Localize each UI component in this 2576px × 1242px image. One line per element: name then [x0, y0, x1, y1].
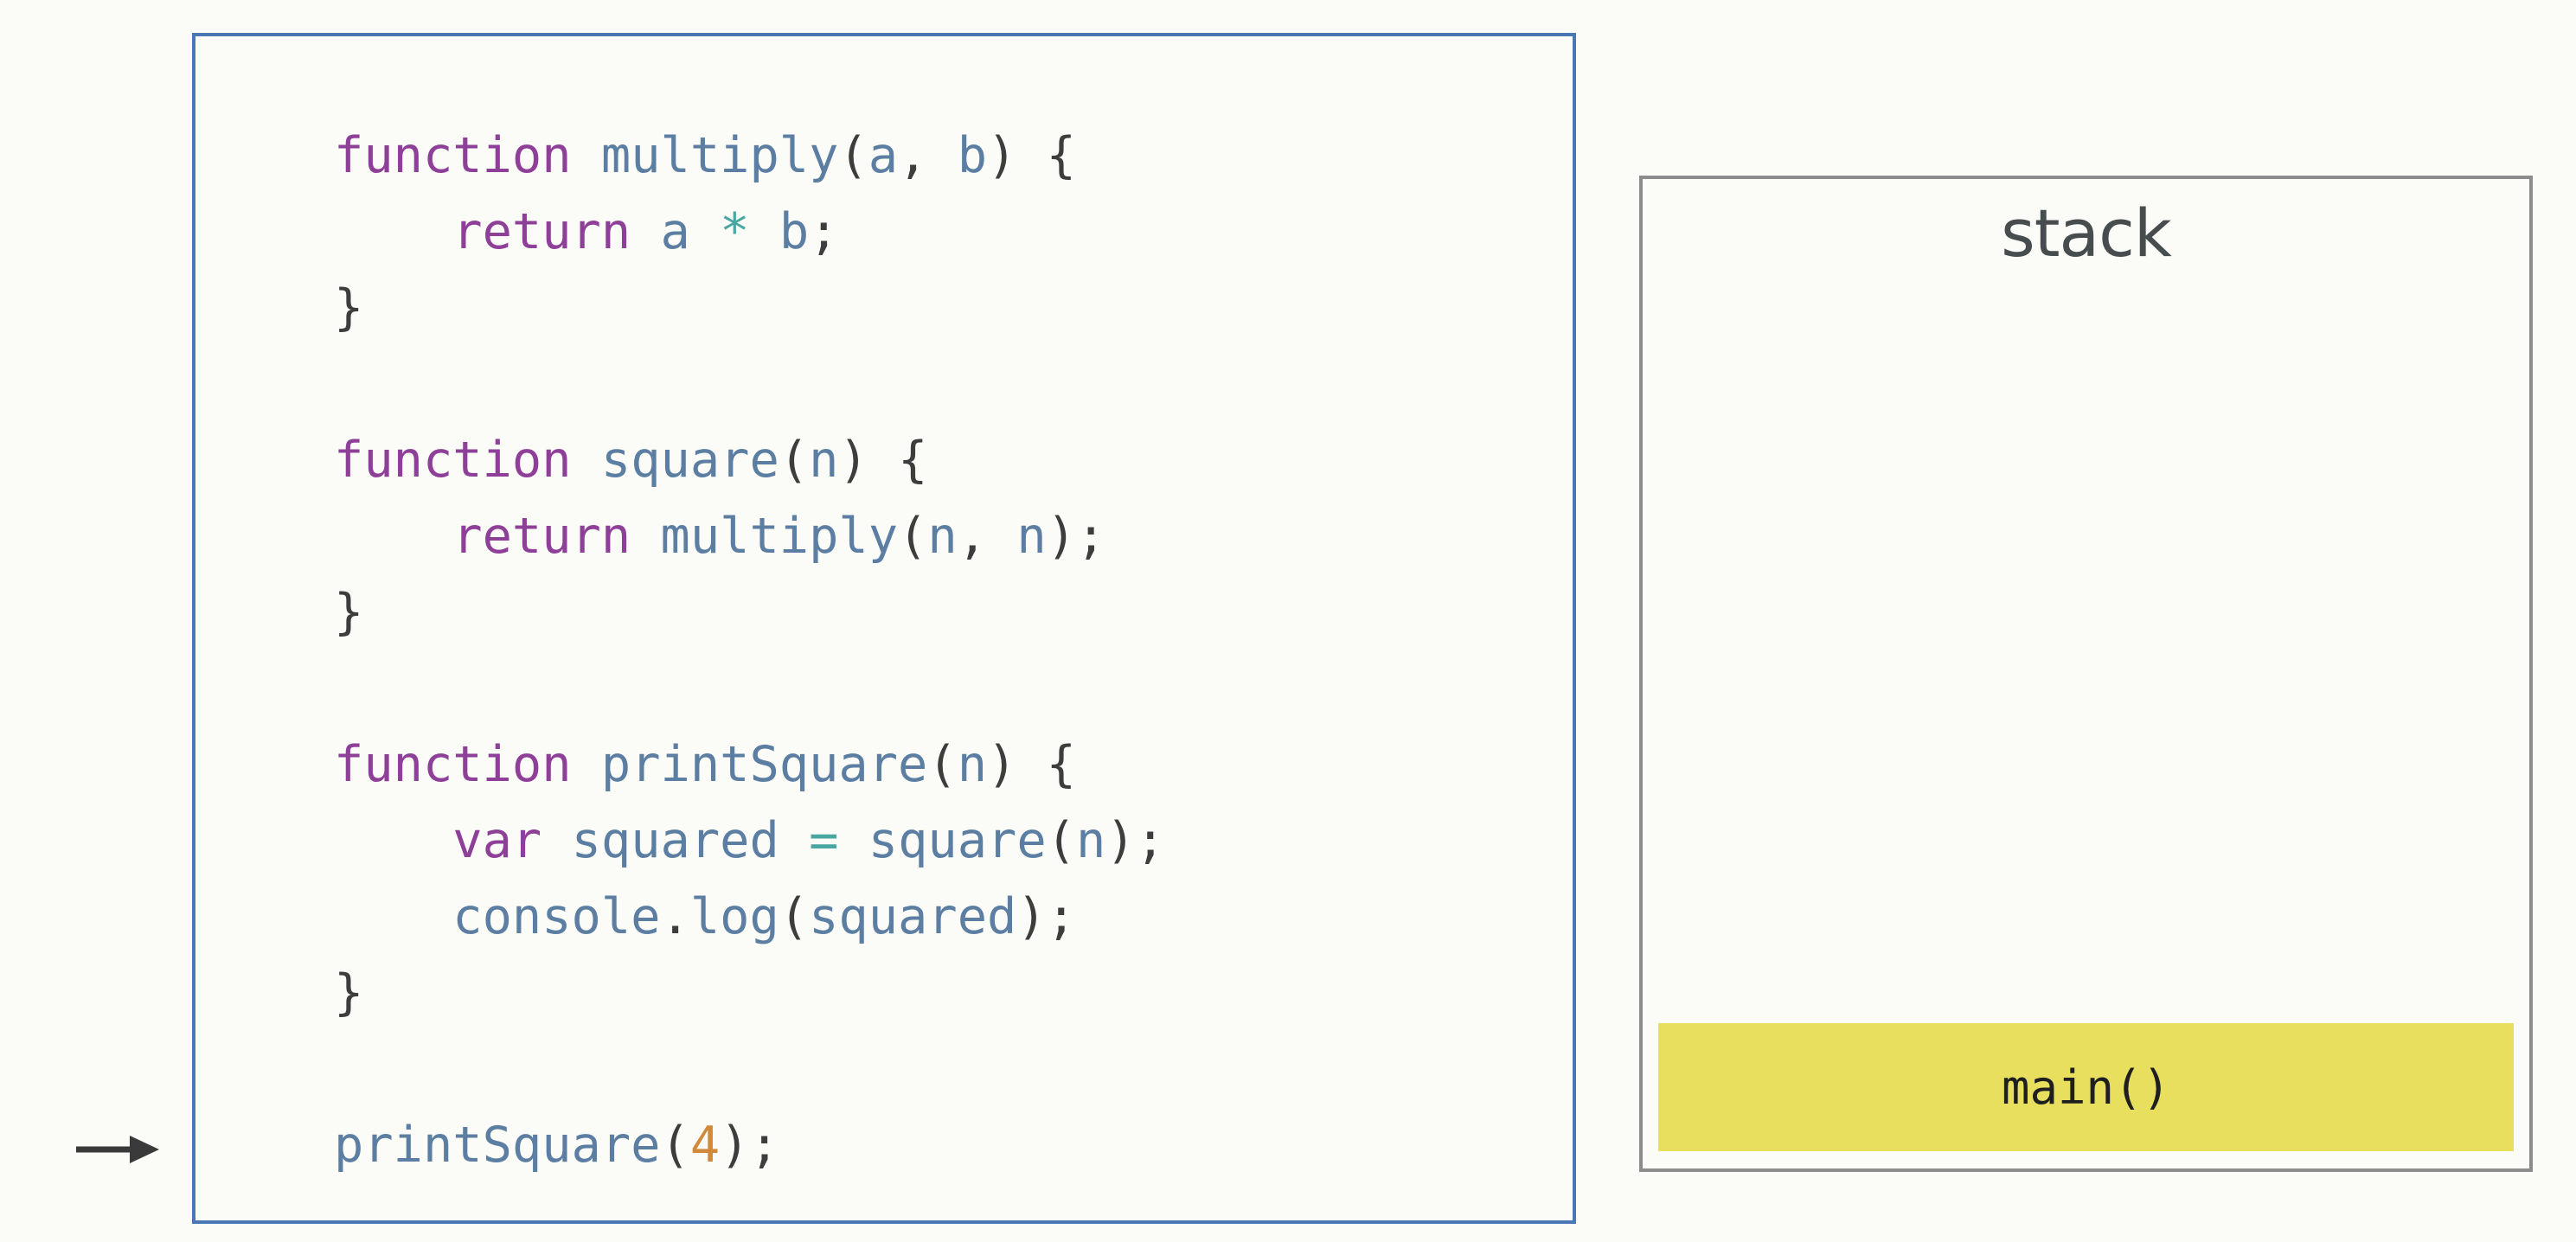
code-token: [631, 508, 660, 565]
code-token: [572, 127, 601, 184]
code-token: a: [660, 203, 690, 260]
code-token: multiply: [600, 127, 839, 184]
code-token: square: [600, 432, 779, 489]
code-line: function square(n) {: [334, 422, 1165, 498]
code-token: ,: [957, 508, 1017, 565]
code-token: multiply: [660, 508, 899, 565]
code-token: ) {: [987, 127, 1076, 184]
code-token: [572, 736, 601, 793]
code-token: );: [1046, 508, 1106, 565]
code-token: (: [779, 432, 810, 489]
code-line: }: [334, 955, 1165, 1031]
code-token: }: [334, 584, 364, 641]
code-panel: function multiply(a, b) { return a * b;}…: [192, 33, 1576, 1224]
code-token: (: [1046, 812, 1076, 869]
right-arrow-icon: [76, 1136, 159, 1163]
code-token: console: [452, 888, 661, 945]
code-line: [334, 650, 1165, 727]
code-token: [334, 888, 452, 945]
code-token: }: [334, 279, 364, 336]
code-token: var: [452, 812, 542, 869]
code-line: }: [334, 270, 1165, 346]
code-token: n: [809, 432, 839, 489]
code-token: b: [779, 203, 810, 260]
code-token: (: [779, 888, 810, 945]
stack-title: stack: [2001, 195, 2172, 272]
code-token: printSquare: [334, 1117, 661, 1174]
code-token: return: [452, 508, 631, 565]
code-token: n: [957, 736, 988, 793]
code-token: [779, 812, 809, 869]
code-token: function: [334, 432, 572, 489]
code-line: [334, 1031, 1165, 1107]
code-line: var squared = square(n);: [334, 803, 1165, 879]
code-token: [750, 203, 779, 260]
code-token: (: [838, 127, 868, 184]
code-token: ) {: [838, 432, 928, 489]
code-token: squared: [809, 888, 1017, 945]
code-token: a: [868, 127, 899, 184]
code-token: n: [1076, 812, 1106, 869]
code-token: b: [957, 127, 988, 184]
code-token: (: [927, 736, 958, 793]
code-token: [572, 432, 601, 489]
code-line: function multiply(a, b) {: [334, 118, 1165, 194]
code-token: );: [720, 1117, 779, 1174]
code-token: );: [1105, 812, 1165, 869]
code-token: [334, 812, 452, 869]
call-stack-panel: stack main(): [1639, 176, 2533, 1172]
code-line: [334, 346, 1165, 422]
code-line: function printSquare(n) {: [334, 727, 1165, 803]
code-token: n: [1016, 508, 1047, 565]
code-token: (: [660, 1117, 690, 1174]
code-token: 4: [689, 1117, 721, 1174]
code-token: function: [334, 736, 572, 793]
code-token: [334, 508, 452, 565]
code-token: log: [689, 888, 779, 945]
code-token: function: [334, 127, 572, 184]
code-token: ,: [898, 127, 958, 184]
code-token: squared: [571, 812, 779, 869]
code-token: [334, 203, 452, 260]
code-token: (: [898, 508, 928, 565]
code-token: n: [927, 508, 958, 565]
code-token: [541, 812, 571, 869]
code-block: function multiply(a, b) { return a * b;}…: [334, 118, 1165, 1183]
code-token: return: [452, 203, 631, 260]
code-token: [690, 203, 720, 260]
code-token: [631, 203, 660, 260]
code-token: printSquare: [600, 736, 928, 793]
code-token: );: [1016, 888, 1076, 945]
code-token: .: [660, 888, 690, 945]
code-line: printSquare(4);: [334, 1107, 1165, 1183]
code-token: =: [809, 812, 839, 869]
code-token: *: [720, 203, 750, 260]
code-token: ;: [809, 203, 839, 260]
stack-frame-main: main(): [1658, 1023, 2514, 1151]
code-line: console.log(squared);: [334, 879, 1165, 955]
code-line: }: [334, 574, 1165, 650]
code-token: ) {: [987, 736, 1076, 793]
code-token: [838, 812, 868, 869]
code-token: }: [334, 964, 364, 1021]
code-line: return a * b;: [334, 194, 1165, 270]
code-token: square: [868, 812, 1047, 869]
code-line: return multiply(n, n);: [334, 498, 1165, 574]
